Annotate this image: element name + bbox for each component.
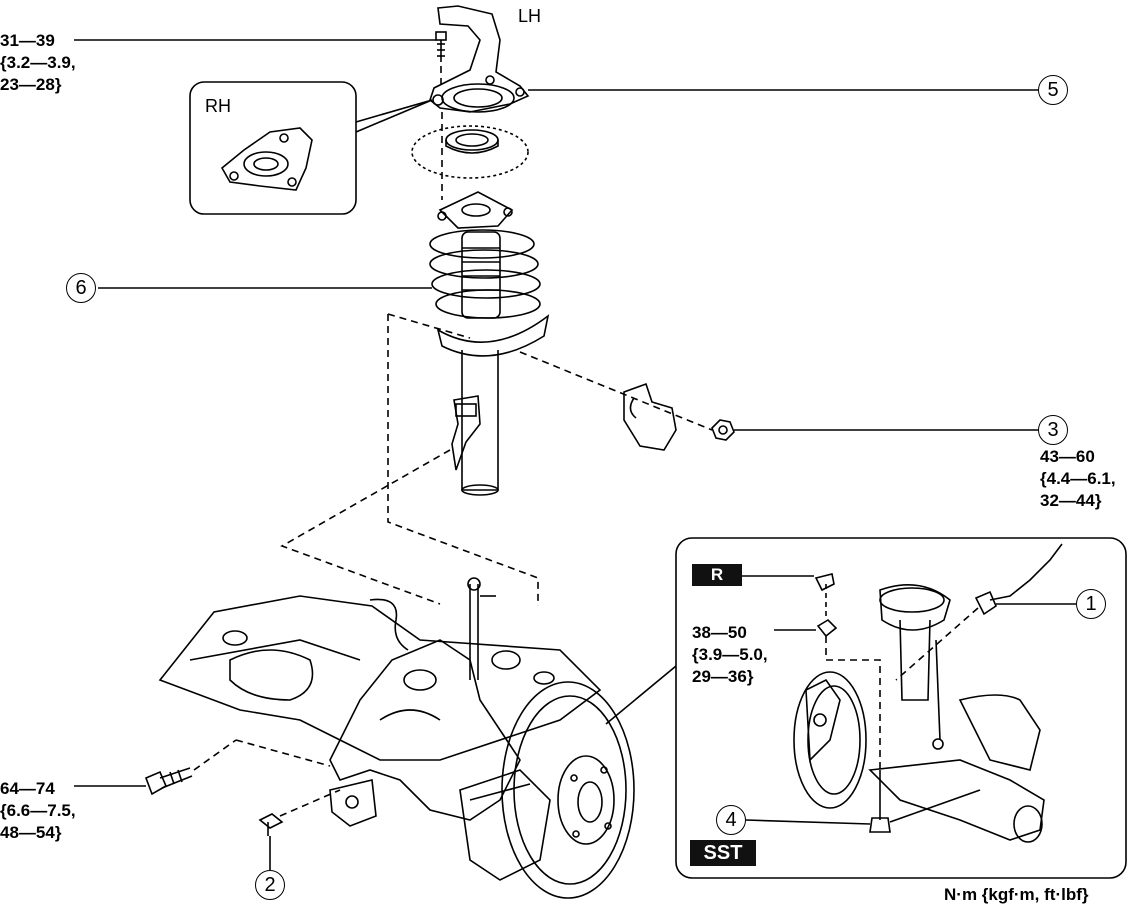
callout-2: 2: [255, 870, 285, 900]
right-inset-assembly-icon: [793, 543, 1063, 843]
callout-3: 3: [1038, 415, 1068, 445]
torque-nut-3: 43—60 {4.4—6.1, 32—44}: [1040, 447, 1116, 510]
sst-tag: SST: [690, 840, 756, 866]
bearing-seat-icon: [411, 125, 529, 179]
knuckle-assembly-icon: [158, 577, 635, 899]
clip-2-icon: [258, 813, 284, 836]
rh-bracket-icon: [220, 127, 313, 191]
callout-4: 4: [716, 805, 746, 835]
mount-bracket-icon: [429, 5, 530, 113]
nut-3-icon: [711, 419, 735, 441]
torque-nut-r: 38—50 {3.9—5.0, 29—36}: [692, 623, 768, 686]
callout-5: 5: [1038, 75, 1068, 105]
right-inset-frame: [675, 537, 1127, 879]
callout-1: 1: [1076, 589, 1106, 619]
torque-top-bolt: 31—39 {3.2—3.9, 23—28}: [0, 31, 76, 94]
torque-lower-bolt: 64—74 {6.6—7.5, 48—54}: [0, 779, 76, 842]
top-bolt-icon: [435, 31, 447, 62]
strut-assembly-icon: [429, 191, 550, 496]
stabilizer-bracket-icon: [623, 382, 677, 451]
lh-label: LH: [518, 6, 542, 26]
lower-bolt-icon: [144, 767, 193, 796]
units-label: N·m {kgf·m, ft·lbf}: [944, 885, 1089, 904]
replace-tag: R: [692, 564, 742, 586]
rh-label: RH: [205, 96, 231, 116]
rh-inset-frame: [189, 81, 357, 215]
callout-6: 6: [66, 273, 96, 303]
